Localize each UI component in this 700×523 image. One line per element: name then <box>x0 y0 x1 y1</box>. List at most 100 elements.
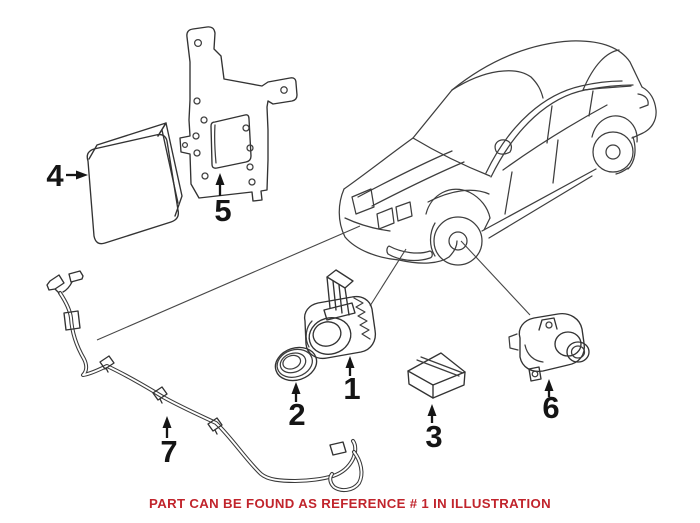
car-door-seam <box>552 139 559 184</box>
vehicle-illustration <box>338 40 657 266</box>
callout-2-label: 2 <box>288 397 305 432</box>
ring-outer <box>274 346 318 382</box>
bracket-hole <box>181 141 189 149</box>
car-roofline <box>451 40 643 91</box>
sensor-face-outer <box>308 317 352 355</box>
car-hood-crease <box>371 161 465 207</box>
sensor-rib-band <box>353 297 371 340</box>
holder-top-face <box>407 352 466 386</box>
car-rear-wheel-arch <box>591 115 638 143</box>
ring-middle <box>279 352 307 374</box>
car-hood-edge <box>343 137 414 190</box>
car-rear-lower-line <box>615 167 629 175</box>
bracket-center-hole <box>210 114 252 169</box>
leader-line-bumper-to-harness <box>96 225 361 341</box>
car-rocker-line <box>488 175 593 239</box>
callout-5-label: 5 <box>214 193 231 228</box>
car-front-wheel <box>433 216 483 266</box>
harness-end-loop-highlight <box>329 451 363 491</box>
car-rear-wheel-hub <box>605 144 621 160</box>
sensor-connector-top <box>326 269 354 289</box>
harness-cable-highlight <box>59 292 357 482</box>
bracket-hole <box>193 38 203 48</box>
callout-7: 7 <box>160 416 178 469</box>
car-a-pillar-outer <box>490 84 634 178</box>
ring-inner <box>282 354 302 370</box>
module-side-edge-line <box>161 129 179 204</box>
part-7-wiring-harness <box>46 270 364 493</box>
part-3-holder <box>407 352 466 399</box>
car-rocker-line <box>481 168 597 232</box>
callout-7-arrow <box>162 416 172 428</box>
ring-lip <box>276 348 313 378</box>
side-sensor-barrel <box>554 331 582 357</box>
car-window-divider <box>588 90 594 117</box>
sensor-connector-stem <box>326 276 350 316</box>
car-a-pillar-inner <box>485 80 623 174</box>
callout-6-label: 6 <box>542 390 559 425</box>
callout-3-arrow <box>427 404 437 416</box>
car-cowl-line <box>412 137 491 177</box>
callout-6-arrow <box>544 379 554 391</box>
holder-right-face <box>432 371 466 399</box>
side-sensor-tab-hole <box>545 321 553 329</box>
part-2-decoupling-ring <box>274 346 318 382</box>
sensor-face-inner <box>312 321 342 347</box>
bracket-center-hole-edge <box>213 124 217 164</box>
harness-branch-connector <box>99 355 115 373</box>
callout-1: 1 <box>343 356 361 406</box>
holder-left-face <box>407 370 434 399</box>
leader-line-bumper-to-sensor <box>369 248 407 307</box>
bracket-hole <box>242 124 250 132</box>
car-rear-bumper <box>627 136 636 170</box>
car-kidney-grille-right <box>395 201 413 222</box>
side-sensor-lens <box>570 345 586 359</box>
car-mirror <box>494 139 512 155</box>
harness-branch-connector <box>152 386 168 404</box>
callout-5-arrow <box>215 173 225 185</box>
part-1-park-distance-sensor <box>303 269 377 360</box>
callout-5: 5 <box>214 173 232 228</box>
callout-2-arrow <box>291 382 301 394</box>
harness-end-connector <box>329 441 347 456</box>
harness-branch-connector <box>207 417 223 435</box>
callout-4: 4 <box>46 158 88 193</box>
part-4-control-module <box>86 122 183 245</box>
leader-lines <box>96 225 531 341</box>
sensor-collar <box>323 302 356 321</box>
car-bumper-line <box>344 217 391 232</box>
bracket-hole <box>193 97 201 105</box>
sensor-face-depth-arc <box>305 320 313 348</box>
callout-4-label: 4 <box>46 158 64 193</box>
car-rear-window-edge <box>582 49 620 91</box>
bracket-hole <box>280 86 288 94</box>
bracket-hole <box>246 144 254 152</box>
callout-3: 3 <box>425 404 443 454</box>
bracket-hole <box>246 163 254 171</box>
bracket-hole <box>192 132 200 140</box>
car-headlight <box>351 188 375 215</box>
car-rear-wheel <box>592 131 634 173</box>
car-front-wheel-hub <box>448 231 468 251</box>
car-arch-body-join <box>483 217 491 231</box>
reference-note: PART CAN BE FOUND AS REFERENCE # 1 IN IL… <box>149 496 551 511</box>
leader-line-wheel-to-side-sensor <box>460 240 531 316</box>
bracket-hole <box>200 116 208 124</box>
part-5-mounting-bracket <box>179 26 298 202</box>
harness-connector <box>62 270 84 293</box>
part-6-side-sensor <box>508 312 590 382</box>
holder-groove <box>416 356 464 377</box>
bracket-outline <box>179 26 298 202</box>
callout-2: 2 <box>288 382 306 432</box>
car-b-pillar <box>546 105 553 144</box>
side-sensor-top-tab <box>538 317 558 331</box>
callout-1-label: 1 <box>343 371 360 406</box>
harness-clip <box>63 310 81 331</box>
car-air-intake <box>386 245 433 262</box>
callout-3-label: 3 <box>425 419 442 454</box>
callout-1-arrow <box>345 356 355 368</box>
side-sensor-tab-hole <box>531 370 539 378</box>
car-windshield-top <box>451 70 544 99</box>
